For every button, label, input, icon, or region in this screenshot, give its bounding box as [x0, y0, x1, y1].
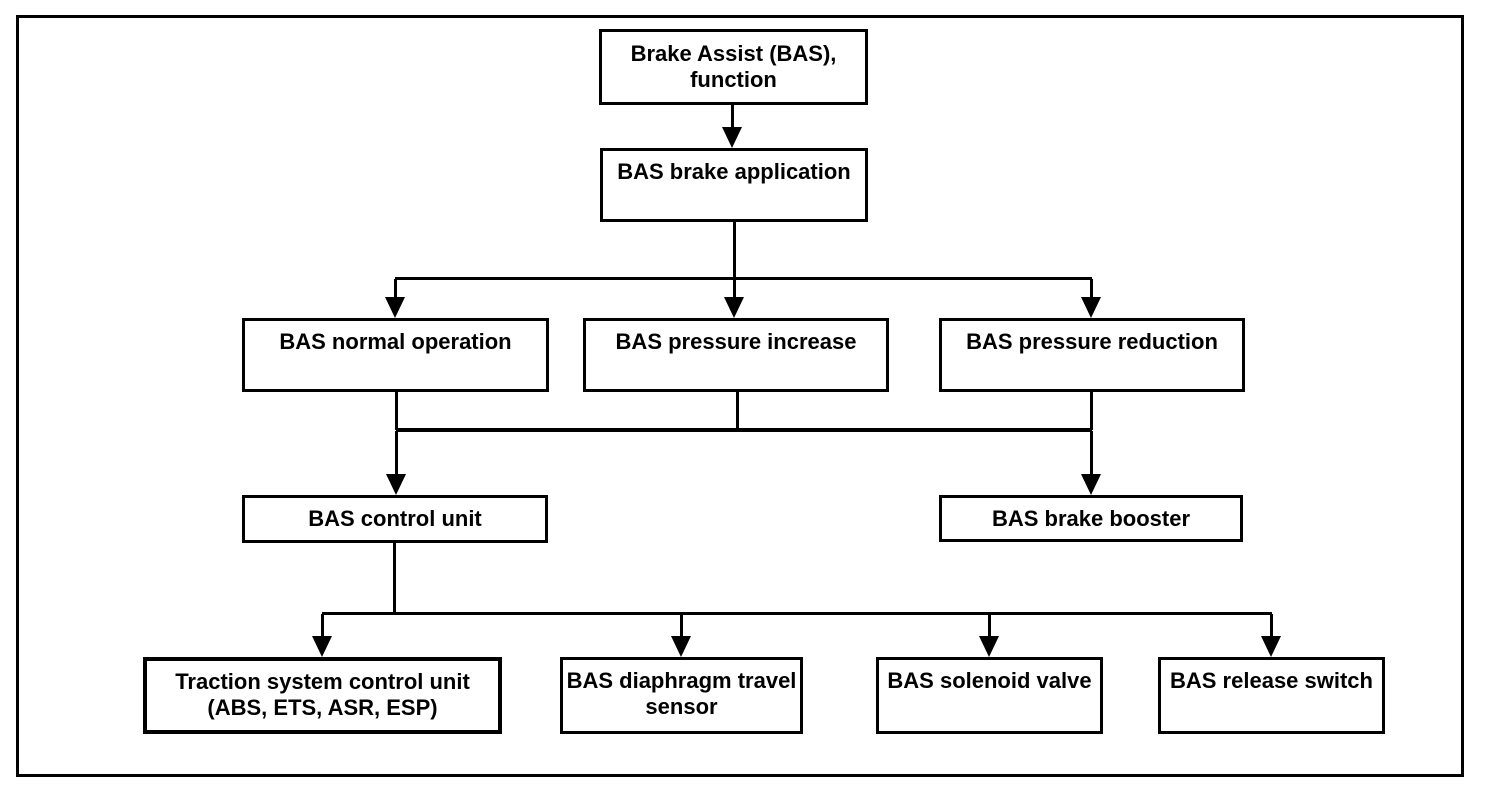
node-brake-assist-function: Brake Assist (BAS), function [599, 29, 868, 105]
node-bas-brake-booster: BAS brake booster [939, 495, 1243, 542]
arrowhead-down-icon [671, 636, 691, 657]
node-label-line: BAS brake booster [991, 505, 1191, 531]
node-label-line: (ABS, ETS, ASR, ESP) [207, 695, 438, 720]
node-bas-solenoid-valve: BAS solenoid valve [876, 657, 1103, 734]
connector-pressure-reduction-to-bus2 [1090, 391, 1093, 430]
node-label-line: sensor [645, 694, 718, 719]
connector-bus3-to-traction-unit [321, 614, 324, 637]
node-label-line: BAS release switch [1170, 668, 1373, 693]
arrowhead-down-icon [385, 297, 405, 318]
bus-line-tier4 [396, 428, 1092, 432]
arrowhead-down-icon [386, 474, 406, 495]
node-bas-diaphragm-travel-sensor: BAS diaphragm travel sensor [560, 657, 803, 734]
arrowhead-down-icon [722, 127, 742, 148]
connector-pressure-increase-to-bus2 [736, 391, 739, 430]
connector-bus1-to-pressure-reduction [1090, 279, 1093, 298]
node-traction-system-control-unit: Traction system control unit (ABS, ETS, … [143, 657, 502, 734]
node-label-line: BAS normal operation [279, 329, 512, 354]
node-label-line: BAS pressure reduction [966, 329, 1218, 354]
node-label-line: BAS solenoid valve [887, 668, 1092, 693]
connector-control-unit-to-bus3 [393, 542, 396, 612]
node-label-line: BAS pressure increase [615, 329, 857, 354]
connector-bus2-to-control-unit [395, 431, 398, 475]
connector-bus2-to-brake-booster [1090, 431, 1093, 475]
node-bas-normal-operation: BAS normal operation [242, 318, 549, 392]
node-bas-control-unit: BAS control unit [242, 495, 548, 543]
connector-bus3-to-release-switch [1270, 614, 1273, 637]
bus-line-tier3 [395, 277, 1092, 280]
bus-line-tier5 [322, 612, 1272, 615]
arrowhead-down-icon [1081, 474, 1101, 495]
node-bas-pressure-increase: BAS pressure increase [583, 318, 889, 392]
node-bas-release-switch: BAS release switch [1158, 657, 1385, 734]
node-label-line: BAS control unit [308, 506, 482, 531]
node-bas-pressure-reduction: BAS pressure reduction [939, 318, 1245, 392]
connector-application-to-bus1 [733, 222, 736, 280]
node-label-line: BAS brake application [617, 159, 851, 184]
node-label-line: function [690, 67, 777, 92]
connector-bus1-to-pressure-increase [733, 279, 736, 298]
arrowhead-down-icon [1081, 297, 1101, 318]
arrowhead-down-icon [312, 636, 332, 657]
connector-bus1-to-normal-operation [394, 279, 397, 298]
node-label-line: Traction system control unit [175, 669, 470, 694]
arrowhead-down-icon [724, 297, 744, 318]
node-label-line: BAS diaphragm travel [566, 668, 797, 693]
node-label-line: Brake Assist (BAS), [630, 41, 837, 66]
connector-bus3-to-diaphragm-sensor [680, 614, 683, 637]
arrowhead-down-icon [979, 636, 999, 657]
arrowhead-down-icon [1261, 636, 1281, 657]
connector-normal-operation-to-bus2 [395, 391, 398, 430]
connector-function-to-application [731, 104, 734, 130]
connector-bus3-to-solenoid-valve [988, 614, 991, 637]
node-bas-brake-application: BAS brake application [600, 148, 868, 222]
